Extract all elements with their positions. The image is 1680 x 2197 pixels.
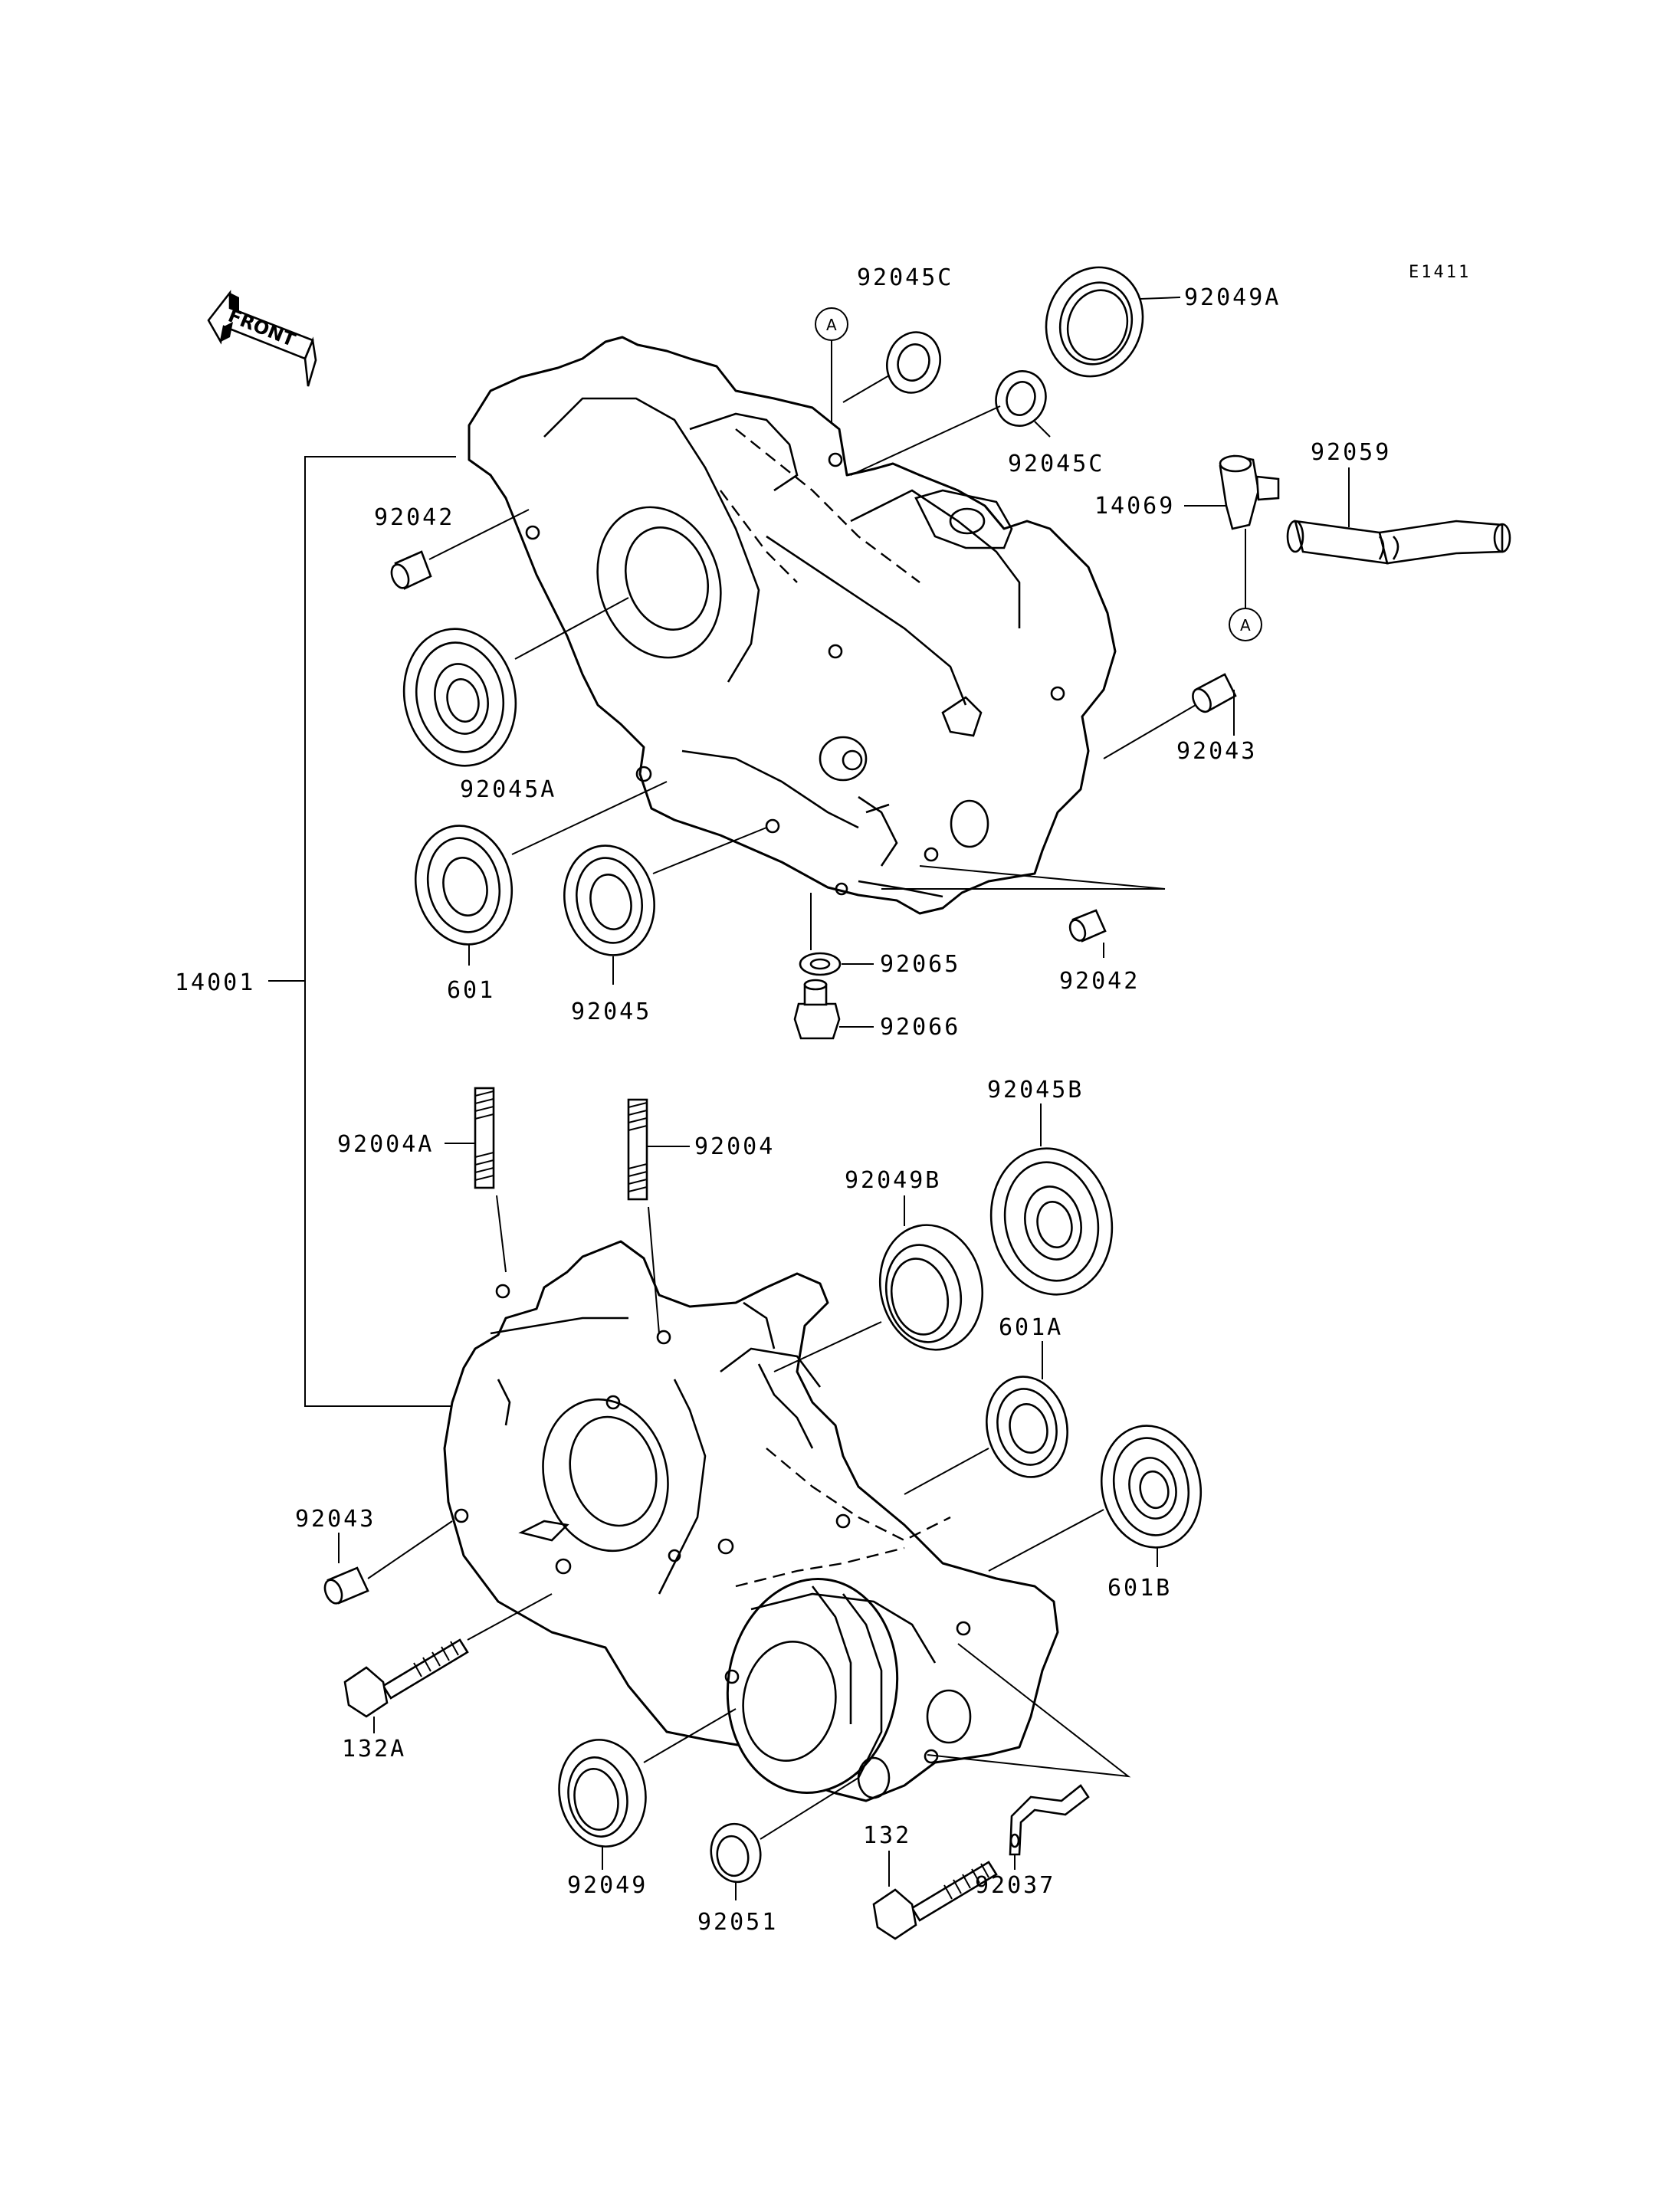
part-number-label: 92045C — [857, 264, 953, 291]
dowel-pin-92043-left-icon — [323, 1520, 453, 1605]
bearing-92045c-mid-icon — [850, 370, 1051, 476]
part-number-label: 92042 — [1059, 968, 1140, 995]
part-number-label: 92051 — [697, 1909, 778, 1936]
part-number-label: 92045 — [571, 998, 651, 1025]
drain-plug-92066-icon — [793, 979, 874, 1040]
part-number-label: 14001 — [175, 969, 255, 996]
bolt-132-icon — [872, 1851, 998, 1940]
bearing-92045-icon — [563, 827, 767, 985]
oil-seal-92049a-icon — [1045, 266, 1181, 378]
breather-hose-92059-icon — [1286, 467, 1511, 565]
dowel-pin-92042-right-icon — [881, 865, 1166, 958]
reference-marker-a-right: A — [1229, 608, 1262, 641]
bearing-92045c-top-icon — [842, 331, 941, 403]
part-number-label: 601B — [1107, 1575, 1172, 1602]
part-number-label: 92045C — [1008, 451, 1104, 477]
reference-marker-label: A — [1240, 616, 1251, 635]
bearing-601-icon — [414, 781, 668, 966]
bearing-92045a-icon — [402, 597, 629, 767]
part-number-label: 92049B — [845, 1167, 941, 1194]
stud-bolt-92004-icon — [627, 1098, 690, 1334]
crankcase-set-bracket — [268, 456, 456, 1407]
part-number-label: 601A — [999, 1314, 1063, 1341]
diagram-code: E1411 — [1409, 263, 1471, 282]
part-number-label: 92042 — [374, 504, 454, 531]
oil-seal-92049-icon — [558, 1708, 737, 1870]
hose-fitting-14069-icon — [1184, 454, 1280, 530]
oil-seal-92049b-icon — [773, 1195, 984, 1372]
part-number-label: 132A — [342, 1736, 406, 1763]
part-number-label: 92049 — [567, 1872, 648, 1899]
part-number-label: 92066 — [880, 1014, 960, 1041]
lower-crankcase-half — [443, 1240, 1059, 1802]
part-number-label: 92004A — [337, 1131, 434, 1158]
part-number-label: 132 — [863, 1822, 911, 1849]
reference-marker-a-top: A — [815, 307, 848, 341]
front-arrow-label: FRONT — [225, 305, 299, 352]
part-number-label: 92037 — [975, 1872, 1055, 1899]
part-number-label: 92004 — [694, 1133, 775, 1160]
clamp-92037-icon — [927, 1643, 1131, 1870]
part-number-label: 92049A — [1184, 284, 1281, 311]
bearing-601a-icon — [904, 1341, 1068, 1495]
part-number-label: 92059 — [1311, 439, 1391, 466]
part-number-label: 92043 — [1176, 738, 1257, 765]
part-number-label: 14069 — [1094, 493, 1175, 520]
reference-marker-label: A — [826, 316, 837, 334]
part-number-label: 92045A — [460, 776, 556, 803]
part-number-label: 92043 — [295, 1506, 376, 1533]
dowel-pin-92043-right-icon — [1103, 673, 1237, 759]
dowel-pin-92042-top-icon — [390, 509, 530, 590]
stud-bolt-92004a-icon — [445, 1087, 507, 1273]
part-number-label: 92065 — [880, 951, 960, 978]
part-number-label: 601 — [447, 977, 495, 1004]
bolt-132a-icon — [343, 1593, 553, 1733]
oil-seal-92051-icon — [710, 1777, 859, 1900]
part-number-label: 92045B — [987, 1077, 1084, 1103]
front-arrow-icon: FRONT — [207, 290, 317, 387]
washer-92065-icon — [799, 893, 874, 976]
bearing-601b-icon — [988, 1425, 1203, 1572]
bearing-92045b-icon — [989, 1103, 1114, 1296]
upper-crankcase-half — [468, 336, 1117, 915]
